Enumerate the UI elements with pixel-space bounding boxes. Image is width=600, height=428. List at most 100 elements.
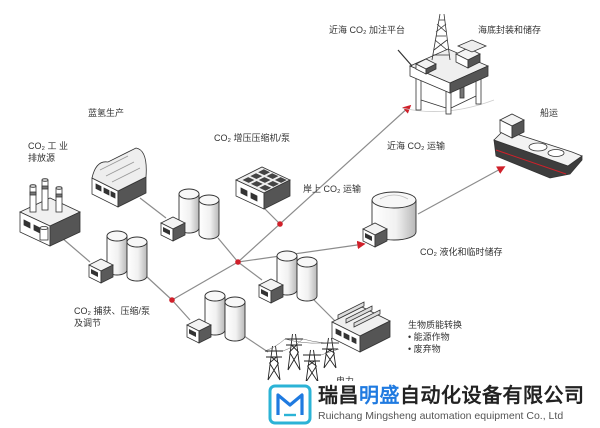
plant-side-face: [49, 211, 81, 247]
large-tank-top: [371, 191, 417, 209]
storage-tank: [297, 257, 317, 301]
company-name-part1: 瑞昌: [318, 385, 359, 407]
fan-cell: [266, 173, 279, 179]
roof-rib: [99, 155, 141, 183]
capture-tanks: [89, 231, 147, 283]
deck-side: [449, 65, 489, 94]
biomass-window: [335, 328, 342, 337]
chimney-top: [29, 184, 37, 188]
company-name-en: Ruichang Mingsheng automation equipment …: [318, 410, 564, 422]
label-liquefaction-storage: CO₂ 液化和临时储存: [420, 247, 503, 257]
hydrogen-output-tanks: [161, 189, 219, 241]
biomass-conversion-plant: [331, 301, 391, 353]
onshore-tanks: [259, 251, 317, 303]
junction-node: [277, 221, 283, 227]
deck-cargo-tank: [547, 149, 565, 157]
chimney: [55, 187, 63, 213]
connector-biomass-to-tanks: [313, 299, 337, 323]
chimney-band: [29, 191, 37, 196]
storage-tank: [225, 297, 245, 341]
connector-power-to-tanks: [243, 335, 269, 353]
label-industrial-source-line2: 排放源: [28, 153, 56, 163]
junction-node: [235, 259, 241, 265]
blue-hydrogen-plant: [91, 147, 147, 208]
offshore-injection-platform: [397, 13, 495, 115]
hydrogen-building-window: [110, 190, 116, 199]
compressor-window: [240, 187, 248, 197]
fan-cell: [242, 177, 255, 183]
connector-trunk: [171, 261, 239, 301]
onshore-transport-line: [237, 104, 412, 263]
label-compressor-pump: CO₂ 增压压缩机/泵: [214, 133, 290, 143]
company-name-part2: 自动化设备有限公司: [400, 385, 585, 407]
chimney-band: [55, 193, 63, 198]
junction-node: [169, 297, 175, 303]
chimney: [29, 185, 37, 213]
connector-factory-to-capture: [61, 237, 91, 263]
fan-cell: [250, 181, 263, 187]
biomass-side: [359, 320, 391, 353]
label-seabed-storage: 海底封装和储存: [478, 25, 542, 35]
company-name-highlight: 明盛: [359, 385, 400, 407]
label-biomass-item-energy-crops: • 能源作物: [408, 332, 450, 342]
label-offshore-injection-platform: 近海 CO₂ 加注平台: [329, 25, 405, 35]
fan-cell: [250, 173, 263, 179]
connector-compressor-to-trunk: [263, 207, 281, 225]
hydrogen-building-window: [103, 187, 110, 196]
biomass-window: [351, 336, 357, 345]
helideck: [456, 39, 488, 53]
large-tank-dome: [379, 194, 409, 200]
fan-cell: [274, 177, 287, 183]
connector-junction-to-onshore-tanks: [237, 261, 263, 281]
deck-cargo-tank: [528, 142, 548, 152]
connector-lines: [61, 104, 506, 353]
flow-junctions: [169, 221, 283, 303]
label-shipping: 船运: [540, 108, 559, 118]
label-biomass-item-waste: • 废弃物: [408, 344, 441, 354]
hydrogen-building-window: [95, 183, 102, 192]
fan-cell: [259, 184, 272, 191]
industrial-emission-plant: [19, 178, 81, 247]
pylon: [285, 333, 303, 371]
compressor-fan-grid: [242, 169, 287, 191]
ship-hull-stripe: [495, 149, 567, 175]
fan-cell: [267, 181, 279, 187]
label-capture-line2: 及调节: [74, 318, 102, 328]
ship-bridge-side: [511, 119, 525, 139]
label-capture-line1: CO₂ 捕获、压缩/泵: [74, 306, 150, 316]
label-industrial-source-line1: CO₂ 工 业: [28, 141, 68, 151]
label-onshore-transport: 岸上 CO₂ 运输: [303, 184, 361, 194]
fan-cell: [258, 177, 271, 183]
fan-cell: [258, 169, 270, 176]
power-transmission-towers: [264, 333, 340, 383]
logo-mark: [276, 393, 304, 415]
label-offshore-transport: 近海 CO₂ 运输: [387, 141, 445, 151]
compressor-side: [263, 179, 291, 210]
plant-small-tank-top: [39, 225, 49, 230]
connector-capture-to-junction: [145, 275, 173, 301]
power-lines: [264, 338, 340, 356]
company-name-cn: 瑞昌明盛自动化设备有限公司: [318, 384, 585, 408]
accommodation-side: [467, 53, 481, 69]
offshore-transport-line: [417, 166, 506, 215]
label-blue-hydrogen: 蓝氢生产: [88, 108, 125, 118]
pylon: [265, 345, 283, 381]
chimney-top: [41, 178, 49, 182]
pylon: [321, 337, 339, 369]
chimney-band: [41, 185, 49, 190]
connector-junction-to-lower-tanks: [171, 299, 191, 321]
storage-tank: [127, 237, 147, 281]
deck-module-side: [425, 63, 437, 75]
connector-hydrogen-tanks-to-junction: [217, 237, 239, 263]
chimney-top: [55, 186, 63, 190]
label-biomass-title: 生物质能转换: [408, 320, 463, 330]
platform-leg: [415, 75, 422, 111]
compressor-window: [250, 192, 258, 202]
company-logo-icon: [268, 384, 312, 425]
biomass-sawtooth-roof: [337, 301, 381, 328]
company-watermark: 瑞昌明盛自动化设备有限公司 Ruichang Mingsheng automat…: [262, 381, 600, 428]
platform-crane: [397, 49, 413, 67]
drilling-derrick: [431, 13, 451, 61]
